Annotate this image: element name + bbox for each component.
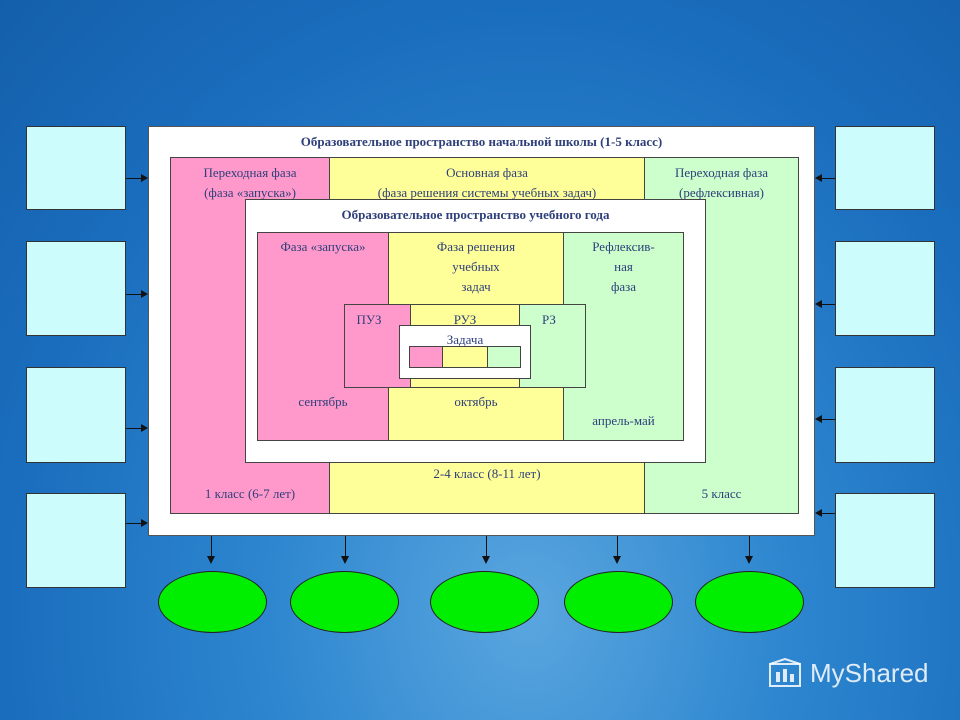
down-arrowhead-5	[745, 556, 753, 564]
left-connector-2	[126, 294, 142, 295]
right-connector-1	[822, 178, 835, 179]
left-side-box-1	[26, 126, 126, 210]
rz-label: РЗ	[542, 312, 556, 327]
column-middle-title-2: (фаза решения системы учебных задач)	[377, 185, 597, 200]
task-segment-green	[487, 346, 521, 368]
myshared-logo-icon	[769, 658, 801, 687]
ruz-label: РУЗ	[453, 312, 477, 327]
down-arrowhead-3	[482, 556, 490, 564]
right-connector-2	[822, 304, 835, 305]
down-connector-1	[211, 536, 212, 556]
left-connector-4	[126, 523, 142, 524]
column-left-title-1: Переходная фаза	[203, 165, 297, 180]
outcome-ellipse-3	[430, 571, 539, 633]
right-side-box-1	[835, 126, 935, 210]
right-connector-3	[822, 419, 835, 420]
puz-label: ПУЗ	[356, 312, 382, 327]
right-connector-4	[822, 513, 835, 514]
column-middle-grade: 2-4 класс (8-11 лет)	[433, 466, 541, 481]
column-middle-title-1: Основная фаза	[446, 165, 528, 180]
right-arrowhead-3	[815, 415, 822, 423]
left-side-box-2	[26, 241, 126, 336]
left-connector-1	[126, 178, 142, 179]
right-arrowhead-2	[815, 300, 822, 308]
year-phase-solve-month: октябрь	[454, 394, 498, 409]
year-phase-reflex	[563, 232, 684, 441]
school-year-space-title: Образовательное пространство учебного го…	[341, 207, 610, 222]
left-arrowhead-3	[141, 424, 148, 432]
year-phase-reflex-line2: ная	[614, 259, 633, 274]
outcome-ellipse-5	[695, 571, 804, 633]
left-arrowhead-4	[141, 519, 148, 527]
down-connector-5	[749, 536, 750, 556]
column-right-title-1: Переходная фаза	[674, 165, 769, 180]
task-segment-yellow	[442, 346, 488, 368]
task-segment-pink	[409, 346, 443, 368]
down-connector-4	[617, 536, 618, 556]
left-side-box-3	[26, 367, 126, 463]
down-arrowhead-2	[341, 556, 349, 564]
year-phase-reflex-line1: Рефлексив-	[592, 239, 655, 254]
year-phase-reflex-line3: фаза	[610, 279, 637, 294]
year-phase-launch-month: сентябрь	[298, 394, 348, 409]
left-arrowhead-2	[141, 290, 148, 298]
down-arrowhead-1	[207, 556, 215, 564]
right-arrowhead-1	[815, 174, 822, 182]
year-phase-solve-line1: Фаза решения	[436, 239, 516, 254]
column-left-grade: 1 класс (6-7 лет)	[204, 486, 296, 501]
year-phase-reflex-month: апрель-май	[592, 413, 655, 428]
outcome-ellipse-4	[564, 571, 673, 633]
down-arrowhead-4	[613, 556, 621, 564]
primary-school-space-title: Образовательное пространство начальной ш…	[300, 134, 663, 149]
right-side-box-2	[835, 241, 935, 336]
down-connector-3	[486, 536, 487, 556]
down-connector-2	[345, 536, 346, 556]
column-left-title-2: (фаза «запуска»)	[204, 185, 296, 200]
column-right-title-2: (рефлексивная)	[678, 185, 764, 200]
outcome-ellipse-1	[158, 571, 267, 633]
year-phase-solve-line3: задач	[461, 279, 491, 294]
year-phase-launch-title: Фаза «запуска»	[280, 239, 366, 254]
year-phase-solve-line2: учебных	[452, 259, 500, 274]
myshared-watermark: MyShared	[810, 658, 929, 688]
left-side-box-4	[26, 493, 126, 588]
right-arrowhead-4	[815, 509, 822, 517]
left-arrowhead-1	[141, 174, 148, 182]
column-right-grade: 5 класс	[701, 486, 742, 501]
right-side-box-3	[835, 367, 935, 463]
outcome-ellipse-2	[290, 571, 399, 633]
task-label: Задача	[446, 332, 484, 347]
left-connector-3	[126, 428, 142, 429]
right-side-box-4	[835, 493, 935, 588]
